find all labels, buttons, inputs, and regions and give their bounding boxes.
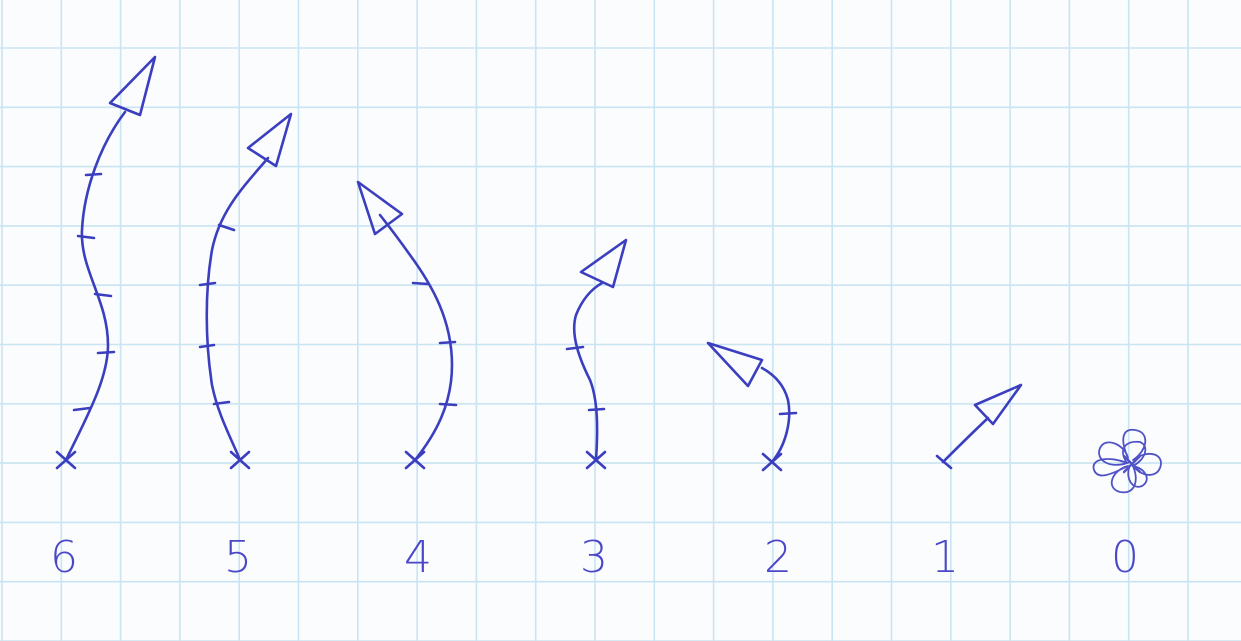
arrow-figure-1 (935, 383, 1023, 470)
arrow-1-start-cross (935, 454, 953, 470)
figure-2-label: 2 (764, 532, 792, 583)
arrow-2-ticks (778, 411, 798, 416)
arrow-4-start-cross (404, 450, 426, 470)
arrow-1-head (973, 383, 1023, 426)
arrow-6-path (64, 110, 127, 462)
arrow-3-head (579, 238, 628, 289)
arrow-3-ticks (565, 345, 606, 412)
arrow-3-path (572, 281, 604, 462)
arrow-figure-6 (55, 55, 157, 470)
figure-6-label: 6 (50, 532, 78, 583)
arrow-5-head (246, 112, 293, 168)
arrow-5-path (205, 156, 270, 462)
arrow-3-start-cross (585, 450, 607, 470)
arrow-2-head (706, 341, 764, 388)
figure-5-label: 5 (224, 532, 252, 583)
figure-4-label: 4 (404, 532, 432, 583)
arrow-6-head (108, 55, 157, 117)
arrow-4-head (356, 180, 404, 236)
arrow-4-path (378, 213, 454, 462)
scribble-0-loops (1092, 428, 1162, 494)
arrow-4-ticks (411, 281, 458, 407)
arrow-5-ticks (198, 223, 236, 406)
figure-3-label: 3 (580, 532, 608, 583)
scribble-0-cross (1122, 454, 1142, 474)
figure-0-label: 0 (1111, 532, 1139, 583)
arrow-6-ticks (72, 172, 116, 412)
arrow-1-path (941, 416, 990, 464)
arrow-2-start-cross (761, 452, 783, 472)
arrow-figure-5 (198, 112, 293, 470)
arrow-2-path (760, 366, 791, 464)
arrow-figure-2 (706, 341, 798, 472)
arrow-6-start-cross (55, 450, 77, 470)
arrow-figure-4 (356, 180, 458, 470)
arrow-figure-3 (565, 238, 628, 470)
scribble-figure-0 (1092, 428, 1162, 494)
figure-1-label: 1 (931, 532, 959, 583)
arrow-5-start-cross (229, 450, 251, 470)
